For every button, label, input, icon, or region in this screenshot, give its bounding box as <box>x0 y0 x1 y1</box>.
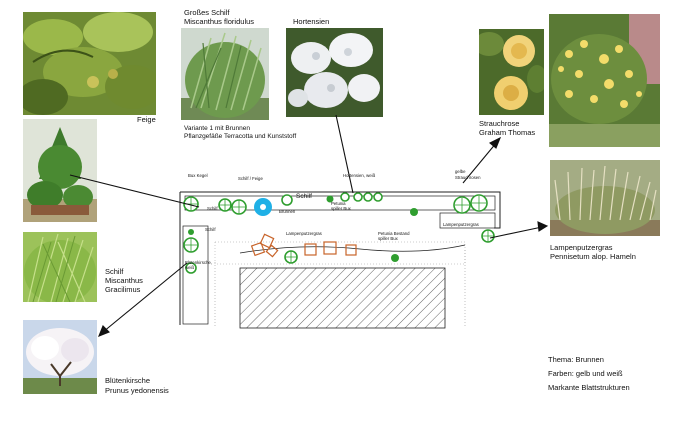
plant-dot-1 <box>326 195 334 203</box>
left-planter-border <box>182 225 209 325</box>
caption-lampenputzergras-1: Lampenputzergras <box>550 243 613 252</box>
caption-feige: Feige <box>137 115 156 124</box>
arrow-bluetenkirsche <box>102 262 188 333</box>
plan-label-bluetenkirsche-2: weiß <box>185 265 195 270</box>
photo-strauchrose <box>479 29 544 115</box>
arrow-buxus-to-plan <box>69 174 200 208</box>
arrowhead-strauchrose <box>489 136 502 149</box>
pot-3 <box>304 243 317 256</box>
plan-label-brunnen: Brunnen <box>279 209 296 214</box>
plan-label-petunia-bestand-2: spiller Bux <box>378 236 398 241</box>
pot-6 <box>265 244 279 258</box>
shrub-spokes-1 <box>184 197 246 214</box>
shrub-spokes-2 <box>184 196 486 252</box>
right-planter-border <box>439 212 496 229</box>
caption-bluetenkirsche-2: Prunus yedonensis <box>105 386 169 395</box>
plan-label-hortensien-weiss: Hortensien, weiß <box>343 173 376 178</box>
caption-hortensien: Hortensien <box>293 17 330 26</box>
caption-variante-1: Variante 1 mit Brunnen <box>184 125 250 132</box>
plan-label-schilf-small: Schilf <box>207 206 218 211</box>
plant-dot-3 <box>391 254 399 262</box>
info-blatt: Markante Blattstrukturen <box>548 383 630 392</box>
photo-lampenputzergras <box>550 160 660 236</box>
plan-label-lampenputzergras: Lampenputzergras <box>286 231 322 236</box>
plan-label-schilf-feige: Schilf / Feige <box>238 176 263 181</box>
info-farben: Farben: gelb und weiß <box>548 369 623 378</box>
arrow-hortensien <box>335 114 354 194</box>
arrowhead-bluetenkirsche <box>98 325 110 337</box>
plan-label-bluetenkirsche-1: Blütenkirsche, <box>185 260 212 265</box>
plant-hortensie-1 <box>340 192 350 202</box>
info-thema: Thema: Brunnen <box>548 355 604 364</box>
caption-schilf-2: Miscanthus <box>105 276 143 285</box>
plan-label-schilf-left: Schilf <box>205 227 216 232</box>
plan-label-bux-kegel: Bux Kegel <box>188 173 208 178</box>
plan-label-strauchrosen: Strauchrosen <box>455 175 481 180</box>
dotted-edges <box>214 250 466 328</box>
photo-feige <box>23 12 156 115</box>
plant-dot-4 <box>188 229 194 235</box>
caption-schilf-3: Gracilimus <box>105 285 141 294</box>
photo-schilf-gracilimus <box>23 232 97 302</box>
photo-grosses-schilf <box>181 28 269 120</box>
arrow-lampenputzergras <box>489 226 543 239</box>
arrowhead-lampenputzergras <box>537 221 549 232</box>
photo-bluetenkirsche <box>23 320 97 394</box>
pot-4 <box>323 241 337 255</box>
caption-schilf-1: Schilf <box>105 267 124 276</box>
plant-hortensie-3 <box>363 192 373 202</box>
caption-lampenputzergras-2: Pennisetum alop. Hameln <box>550 252 636 261</box>
caption-grosses-schilf-1: Großes Schilf <box>184 8 230 17</box>
shrub-spokes-3 <box>285 230 494 263</box>
caption-bluetenkirsche-1: Blütenkirsche <box>105 376 151 385</box>
pot-1 <box>259 233 275 249</box>
plant-hortensie-2 <box>353 192 363 202</box>
photo-rosenstrauch <box>549 14 660 147</box>
plant-schilf-top <box>281 194 293 206</box>
fountain-center <box>260 204 266 210</box>
pot-2 <box>250 241 266 257</box>
plan-label-gelbe: gelbe <box>455 169 466 174</box>
photo-hortensien <box>286 28 383 117</box>
plant-dot-2 <box>410 208 418 216</box>
paving-area <box>239 267 446 329</box>
plan-label-petunia-bestand-1: Petunia Bestand <box>378 231 410 236</box>
plan-label-lampenputzergras-right: Lampenputzergras <box>443 222 479 227</box>
pot-5 <box>345 244 357 256</box>
bed-curve <box>239 244 466 254</box>
caption-variante-2: Pflanzgefäße Terracotta und Kunststoff <box>184 133 297 140</box>
plant-bluetenkirsche <box>185 262 197 274</box>
caption-strauchrose-2: Graham Thomas <box>479 128 536 137</box>
caption-strauchrose-1: Strauchrose <box>479 119 520 128</box>
photo-buxus <box>23 119 97 222</box>
plan-outline <box>179 191 501 325</box>
plant-hortensie-4 <box>373 192 383 202</box>
caption-grosses-schilf-2: Miscanthus floridulus <box>184 17 255 26</box>
plan-label-schilf-top: Schilf <box>296 193 312 200</box>
plan-label-petunia-1: Petunia <box>331 201 346 206</box>
plan-label-petunia-2: spiller Bux <box>331 206 351 211</box>
arrow-strauchrose <box>462 141 498 184</box>
